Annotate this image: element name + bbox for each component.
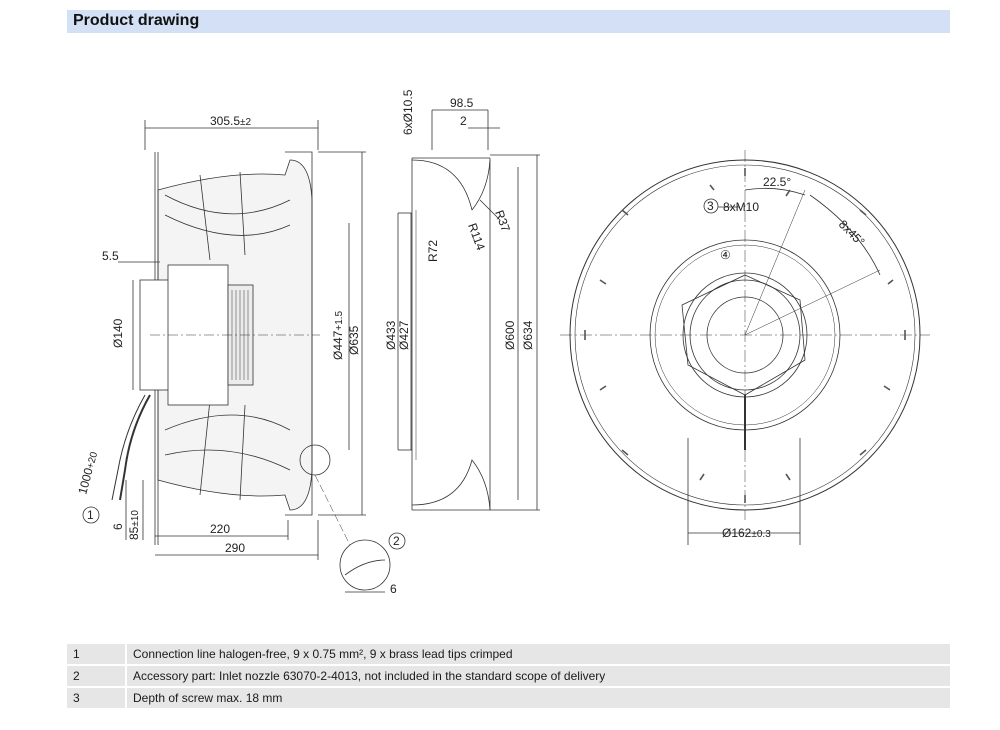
note-number: 3 <box>67 688 125 708</box>
side-view <box>82 120 406 593</box>
dim-85: 85±10 <box>127 510 141 540</box>
note-text: Connection line halogen-free, 9 x 0.75 m… <box>125 644 950 664</box>
dim-depth: 98.5 <box>450 96 474 110</box>
note-number: 2 <box>67 666 125 686</box>
dim-433: Ø433 <box>384 320 398 350</box>
dim-pattern: 8x45° <box>836 217 868 249</box>
note-number: 1 <box>67 644 125 664</box>
callout-3: 3 <box>707 199 714 213</box>
dim-r114: R114 <box>465 221 488 252</box>
dim-hub: Ø140 <box>111 318 125 348</box>
callout-1: 1 <box>87 508 94 522</box>
marker-4: ④ <box>720 248 731 262</box>
dim-lip: 2 <box>460 114 467 128</box>
dim-width-total: 305.5±2 <box>210 114 252 128</box>
dim-r37: R37 <box>492 208 513 234</box>
dim-634: Ø634 <box>521 320 535 350</box>
note-text: Depth of screw max. 18 mm <box>125 688 950 708</box>
dim-detail-6: 6 <box>390 582 397 596</box>
dim-outer1: Ø447+1.5 <box>331 310 345 360</box>
dim-outer2: Ø635 <box>347 325 361 355</box>
nozzle-view <box>397 109 540 511</box>
note-row: 3 Depth of screw max. 18 mm <box>67 688 950 708</box>
dim-r72: R72 <box>426 240 440 262</box>
dim-bore: Ø162±0.3 <box>722 526 771 540</box>
dim-6: 6 <box>111 523 125 530</box>
section-header: Product drawing <box>67 10 950 33</box>
dim-220: 220 <box>210 522 230 536</box>
note-row: 1 Connection line halogen-free, 9 x 0.75… <box>67 644 950 664</box>
dim-angle: 22.5° <box>763 175 791 189</box>
notes-table: 1 Connection line halogen-free, 9 x 0.75… <box>67 642 950 710</box>
front-view <box>560 150 930 545</box>
product-drawing: 305.5±2 5.5 Ø140 Ø447+1.5 Ø635 1000+20 6… <box>75 89 930 596</box>
note-row: 2 Accessory part: Inlet nozzle 63070-2-4… <box>67 666 950 686</box>
callout-2: 2 <box>393 534 400 548</box>
dim-flange: 5.5 <box>102 249 119 263</box>
dim-cable: 1000+20 <box>75 450 100 496</box>
dim-holes: 6xØ10.5 <box>401 89 415 135</box>
dim-427: Ø427 <box>397 320 411 350</box>
note-text: Accessory part: Inlet nozzle 63070-2-401… <box>125 666 950 686</box>
section-title: Product drawing <box>73 12 200 29</box>
dim-thread: 8xM10 <box>723 200 759 214</box>
dim-600: Ø600 <box>503 320 517 350</box>
dim-290: 290 <box>225 541 245 555</box>
